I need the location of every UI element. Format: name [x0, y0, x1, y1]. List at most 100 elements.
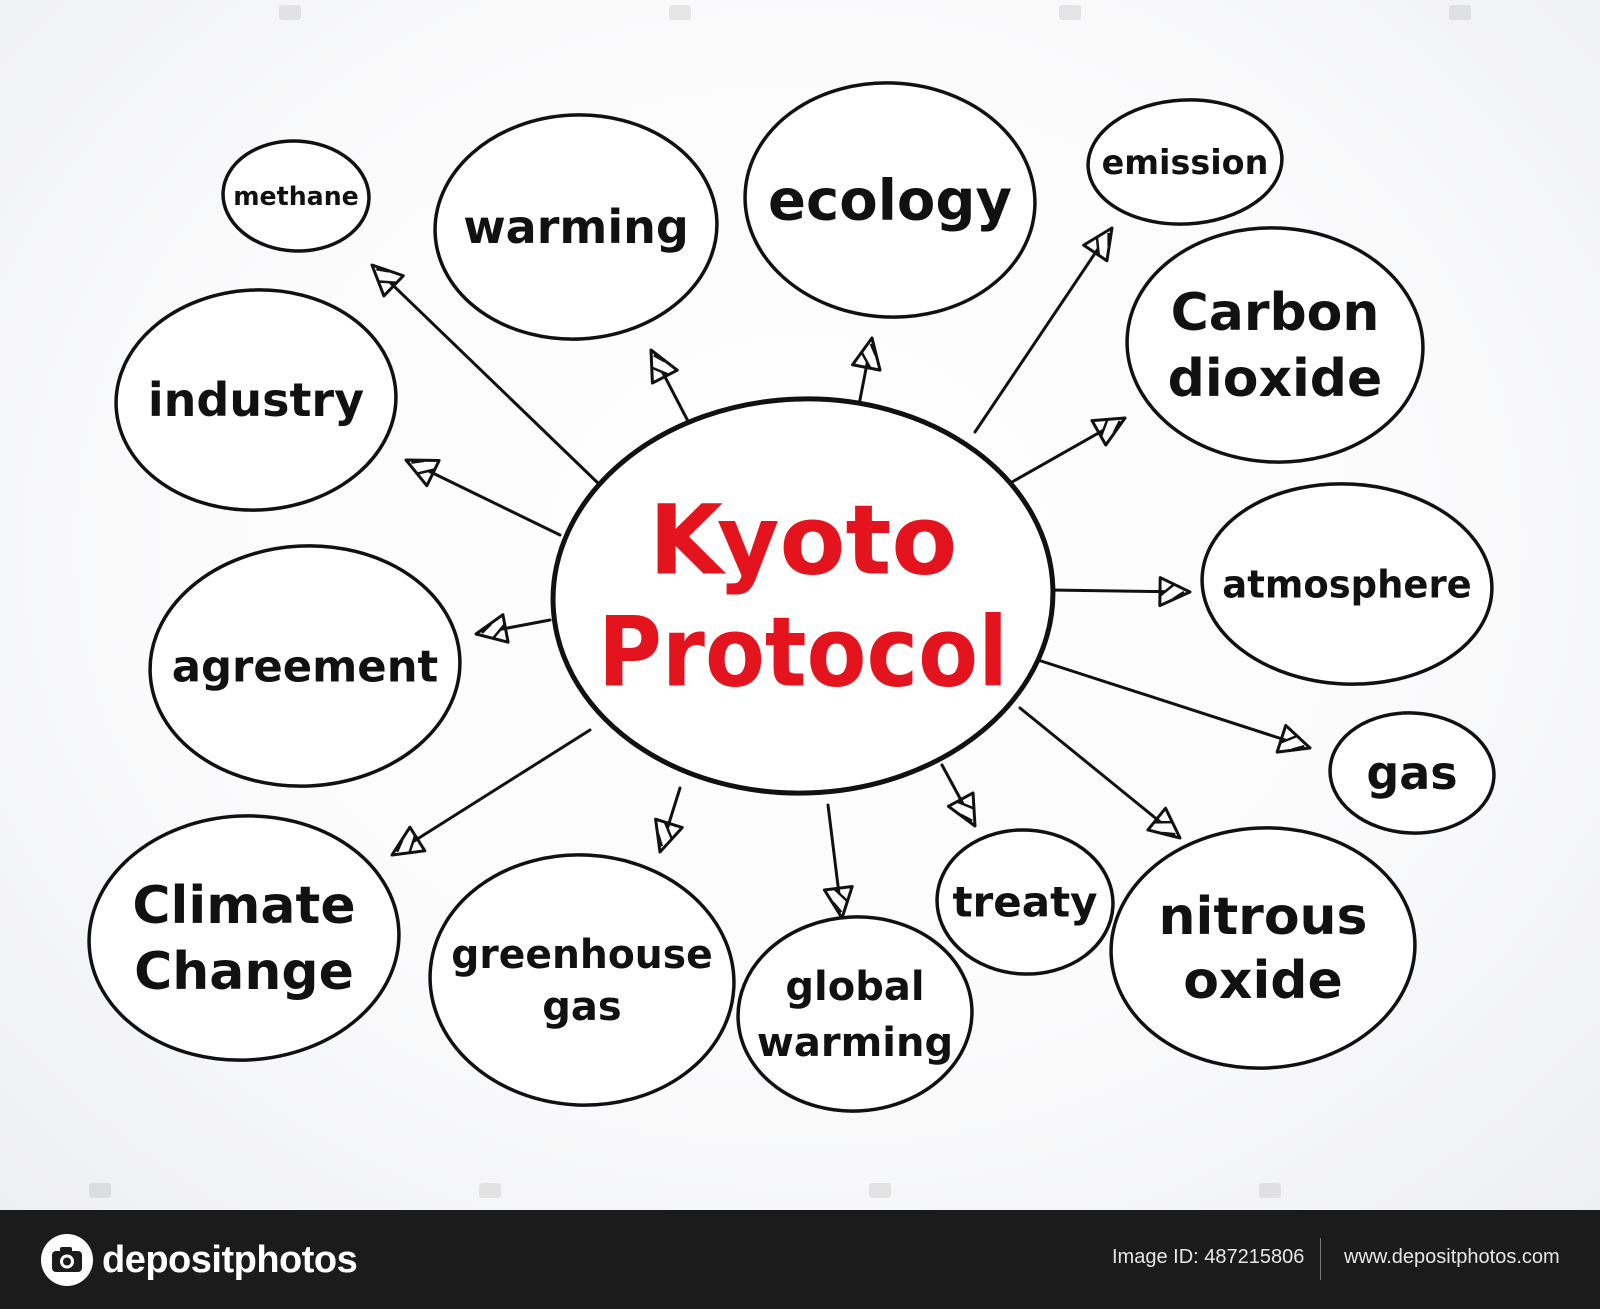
site-url-link[interactable]: www.depositphotos.com [1344, 1246, 1560, 1268]
node-ellipse-greenhouse-gas [428, 853, 736, 1107]
node-ellipse-gas [1328, 711, 1496, 835]
arrowhead-hatch-global-warming [832, 901, 843, 913]
node-label-carbon-dioxide: dioxide [1168, 349, 1383, 409]
arrowhead-hatch-treaty [960, 813, 973, 822]
arrowhead-hatch-treaty [956, 800, 974, 810]
center-label: Protocol [598, 597, 1008, 709]
arrowhead-hatch-methane [376, 267, 389, 273]
arrow-greenhouse-gas [654, 786, 684, 854]
watermark-camera-icon [279, 5, 301, 20]
arrowhead-hatch-warming [651, 366, 670, 376]
node-ecology[interactable]: ecology [739, 76, 1041, 325]
arrowhead-hatch-greenhouse-gas [657, 833, 663, 847]
node-label-carbon-dioxide: Carbon [1171, 283, 1380, 343]
arrow-warming [649, 348, 692, 427]
node-label-climate-change: Change [134, 942, 354, 1002]
arrow-shaft-industry [427, 469, 562, 537]
node-ellipse-treaty [935, 828, 1115, 976]
arrowhead-hatch-emission [1095, 237, 1101, 256]
arrow-nitrous-oxide [1018, 706, 1182, 840]
arrow-shaft-carbon-dioxide [1010, 429, 1104, 484]
arrowhead-hatch-warming [653, 354, 666, 363]
mind-map-diagram: methane warming ecology emissionCarbondioxi… [83, 5, 1497, 1198]
footer-bar: depositphotos Image ID: 487215806 www.de… [0, 1210, 1600, 1309]
node-atmosphere[interactable]: atmosphere [1197, 477, 1497, 692]
node-ellipse-atmosphere [1200, 482, 1494, 686]
node-ellipse-agreement [148, 544, 462, 788]
arrowhead-hatch-greenhouse-gas [663, 821, 673, 839]
arrowhead-hatch-ecology [869, 343, 877, 357]
arrow-methane [370, 263, 602, 487]
arrowhead-hatch-climate-change [395, 839, 404, 853]
arrowhead-hatch-gas [1291, 744, 1305, 751]
arrow-shaft-climate-change [412, 728, 592, 843]
arrow-shaft-atmosphere [1048, 588, 1166, 594]
node-label-warming: warming [463, 200, 689, 254]
node-label-ecology: ecology [768, 169, 1012, 234]
arrowhead-hatch-methane [378, 280, 397, 285]
arrowhead-hatch-ecology [860, 352, 872, 369]
node-ellipse-warming [433, 113, 719, 341]
node-methane[interactable]: methane [220, 137, 372, 254]
node-industry[interactable]: industry [110, 283, 401, 517]
arrow-atmosphere [1048, 576, 1192, 608]
node-label-emission: emission [1102, 143, 1269, 183]
arrowhead-hatch-carbon-dioxide [1112, 420, 1121, 433]
arrowhead-hatch-industry [411, 459, 425, 464]
watermark-camera-icon [869, 1183, 891, 1198]
arrow-shaft-warming [661, 371, 692, 427]
center-ellipse [550, 396, 1056, 796]
arrow-shaft-global-warming [826, 803, 841, 894]
arrow-treaty [940, 763, 977, 828]
watermark-camera-icon [1259, 1183, 1281, 1198]
node-agreement[interactable]: agreement [144, 538, 466, 794]
node-label-gas: gas [1366, 746, 1457, 800]
footer-divider [1320, 1238, 1321, 1280]
node-ellipse-carbon-dioxide [1125, 226, 1425, 464]
arrow-layer [370, 226, 1312, 920]
node-label-industry: industry [148, 373, 364, 427]
arrow-shaft-greenhouse-gas [666, 786, 682, 829]
arrowhead-hatch-nitrous-oxide [1162, 831, 1176, 836]
arrow-ecology [851, 336, 882, 412]
arrow-shaft-agreement [500, 618, 552, 631]
node-treaty[interactable]: treaty [933, 825, 1116, 978]
arrow-shaft-nitrous-oxide [1018, 706, 1162, 824]
node-ellipse-global-warming [736, 915, 974, 1113]
node-label-agreement: agreement [172, 641, 439, 692]
image-id-label: Image ID: 487215806 [1112, 1246, 1305, 1268]
arrowhead-hatch-atmosphere [1172, 590, 1185, 600]
node-label-climate-change: Climate [132, 876, 355, 936]
node-label-global-warming: global [785, 964, 924, 1010]
node-emission[interactable]: emission [1085, 95, 1285, 229]
arrow-shaft-methane [389, 281, 602, 487]
arrow-industry [404, 458, 562, 537]
node-warming[interactable]: warming [429, 108, 722, 346]
arrow-agreement [474, 613, 552, 644]
brand-logo-link[interactable]: depositphotos [40, 1230, 358, 1290]
arrowhead-hatch-industry [417, 468, 436, 475]
node-ellipse-methane [221, 139, 371, 253]
node-label-greenhouse-gas: greenhouse [451, 932, 712, 978]
arrow-climate-change [390, 728, 592, 857]
node-label-atmosphere: atmosphere [1222, 562, 1471, 606]
node-label-greenhouse-gas: gas [542, 984, 621, 1030]
arrowhead-hatch-gas [1279, 735, 1297, 744]
arrowhead-hatch-agreement [492, 623, 506, 639]
arrow-carbon-dioxide [1010, 416, 1127, 484]
node-ellipse-climate-change [87, 814, 401, 1062]
node-ellipse-emission [1086, 98, 1284, 226]
arrowhead-hatch-atmosphere [1159, 583, 1175, 597]
node-gas[interactable]: gas [1327, 709, 1497, 837]
arrow-shaft-emission [973, 248, 1100, 434]
node-ellipse-ecology [743, 81, 1037, 319]
node-greenhouse-gas[interactable]: greenhouse gas [424, 847, 741, 1113]
arrowhead-hatch-global-warming [833, 887, 848, 902]
arrowhead-hatch-agreement [481, 623, 492, 634]
